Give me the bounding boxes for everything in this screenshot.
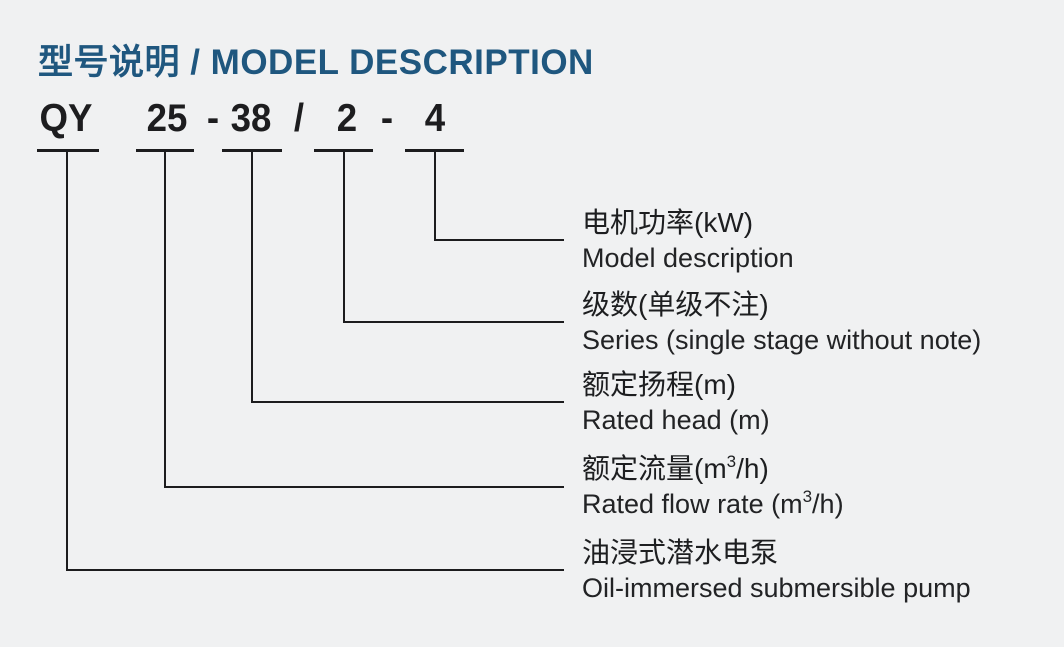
connector-prefix-vertical <box>66 151 68 571</box>
label-rated-flow-en-post: /h) <box>812 489 844 519</box>
label-rated-head-cn: 额定扬程(m) <box>582 369 736 400</box>
code-prefix: QY <box>39 97 93 140</box>
connector-prefix-horizontal <box>66 569 564 571</box>
label-stages-cn: 级数(单级不注) <box>582 289 769 320</box>
connector-stages-horizontal <box>343 321 564 323</box>
code-slash: / <box>293 97 305 140</box>
connector-power-vertical <box>434 151 436 241</box>
label-motor-power-en: Model description <box>582 243 794 273</box>
code-head: 38 <box>230 97 272 140</box>
code-dash-1: - <box>206 97 220 140</box>
label-rated-head-en: Rated head (m) <box>582 405 770 435</box>
underline-prefix <box>37 149 99 152</box>
connector-head-vertical <box>251 151 253 403</box>
code-flow-rate: 25 <box>146 97 188 140</box>
connector-flow-rate-vertical <box>164 151 166 488</box>
label-rated-flow-cn-pre: 额定流量(m <box>582 453 727 484</box>
label-motor-power-cn: 电机功率(kW) <box>582 207 754 238</box>
label-rated-flow-en: Rated flow rate (m3/h) <box>582 487 844 519</box>
underline-flow-rate <box>136 149 194 152</box>
label-pump-type-cn: 油浸式潜水电泵 <box>582 537 779 568</box>
underline-power <box>405 149 464 152</box>
label-pump-type-en: Oil-immersed submersible pump <box>582 573 971 603</box>
connector-stages-vertical <box>343 151 345 323</box>
code-stages: 2 <box>336 97 358 140</box>
page-title: 型号说明 / MODEL DESCRIPTION <box>38 43 594 82</box>
code-dash-2: - <box>380 97 394 140</box>
label-rated-flow-en-pre: Rated flow rate (m <box>582 489 803 519</box>
label-rated-flow: 额定流量(m3/h) Rated flow rate (m3/h) <box>582 451 844 522</box>
label-pump-type: 油浸式潜水电泵 Oil-immersed submersible pump <box>582 535 971 606</box>
connector-power-horizontal <box>434 239 564 241</box>
label-stages-en: Series (single stage without note) <box>582 325 982 355</box>
label-motor-power: 电机功率(kW) Model description <box>582 205 794 276</box>
label-rated-head: 额定扬程(m) Rated head (m) <box>582 367 770 438</box>
label-stages: 级数(单级不注) Series (single stage without no… <box>582 287 981 358</box>
label-rated-flow-cn-post: /h) <box>736 453 769 484</box>
connector-flow-rate-horizontal <box>164 486 564 488</box>
code-power: 4 <box>424 97 446 140</box>
label-rated-flow-cn: 额定流量(m3/h) <box>582 452 769 484</box>
connector-head-horizontal <box>251 401 564 403</box>
underline-head <box>222 149 282 152</box>
underline-stages <box>314 149 373 152</box>
